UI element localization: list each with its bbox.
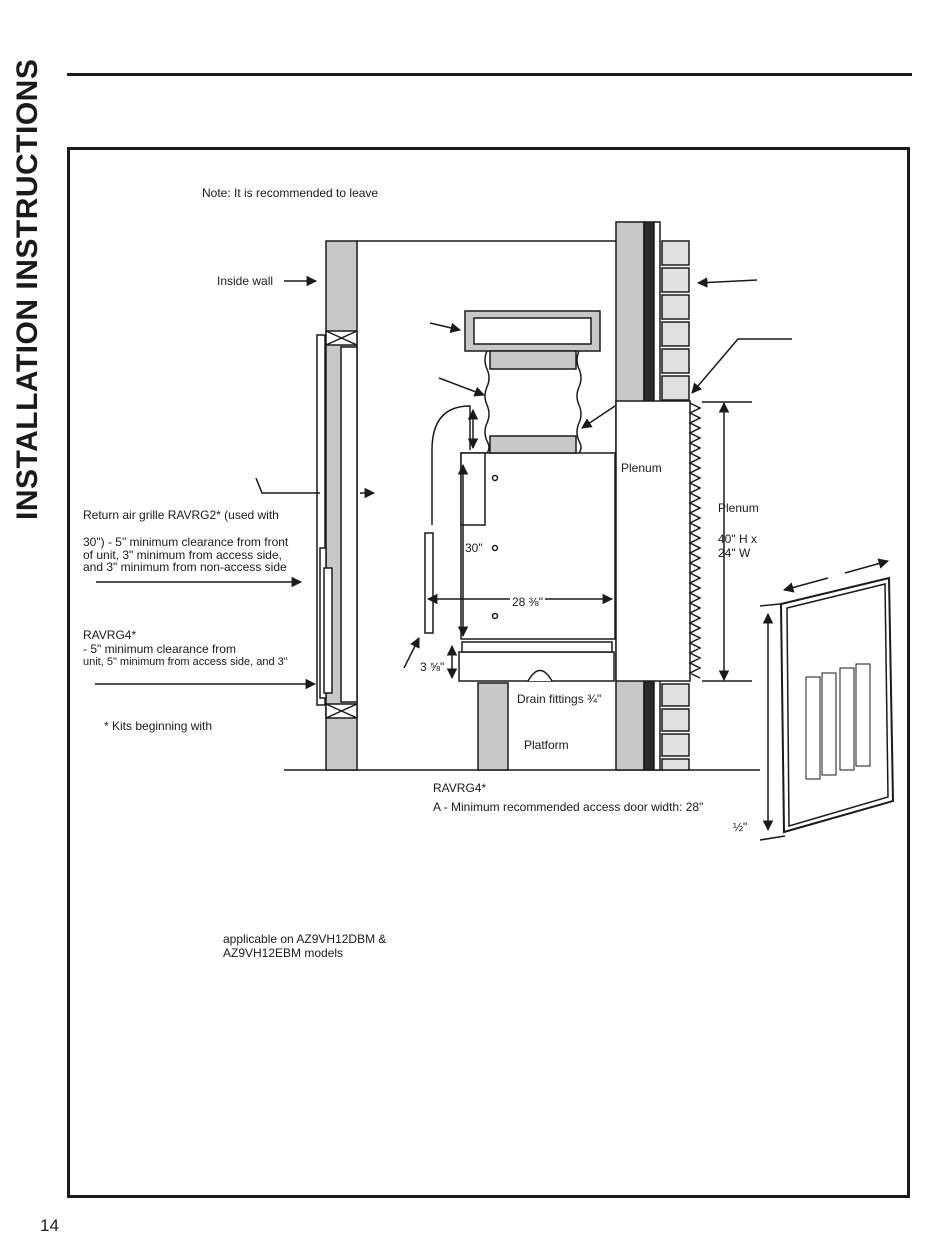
applicable-line1: applicable on AZ9VH12DBM &	[223, 932, 387, 946]
diagram-frame	[67, 147, 910, 1198]
ravrg4-grille-panel	[779, 576, 895, 834]
dimension-30: 30"	[465, 541, 483, 555]
unit-front-panel	[424, 532, 434, 634]
plenum-size-line2: 24" W	[718, 546, 751, 560]
flex-duct-right	[576, 350, 582, 454]
note-label: Note: It is recommended to leave	[202, 186, 379, 200]
ravrg4-title: RAVRG4*	[83, 628, 137, 642]
page-number: 14	[40, 1216, 59, 1235]
dimension-3: 3 ⅝"	[420, 660, 445, 674]
platform-leg	[477, 682, 509, 771]
drain-fittings-label: Drain fittings ¾"	[517, 692, 602, 706]
unit-left-panel	[460, 452, 486, 526]
kits-note: * Kits beginning with	[104, 719, 213, 733]
grille-ravrg2-label: Return air grille RAVRG2* (used with	[83, 508, 279, 522]
grille-frame-outer	[316, 334, 326, 706]
duct-collar-bottom	[489, 435, 577, 454]
dimension-28: 28 ⅜"	[510, 595, 545, 609]
grille-frame-slot	[323, 567, 333, 694]
plenum-right-label: Plenum	[718, 501, 759, 515]
duct-collar-top	[489, 350, 577, 370]
ravrg4-line2: unit, 5" minimum from access side, and 3…	[83, 656, 288, 668]
clearance-ravrg2-line2: of unit, 3" minimum from access side,	[83, 548, 282, 562]
inside-wall-label: Inside wall	[217, 274, 274, 288]
top-rule	[67, 73, 912, 76]
plenum-box	[615, 400, 691, 682]
platform-label: Platform	[524, 738, 569, 752]
half-inch-label: ½"	[733, 820, 748, 834]
plenum-size-line1: 40" H x	[718, 532, 757, 546]
clearance-ravrg2-line1: 30") - 5" minimum clearance from front	[83, 535, 289, 549]
grille-frame-inner	[340, 346, 358, 703]
clearance-ravrg2-line3: and 3" minimum from non-access side	[83, 560, 287, 574]
access-door-note: A - Minimum recommended access door widt…	[433, 800, 704, 814]
return-elbow	[431, 405, 471, 525]
brick-stack	[661, 240, 690, 771]
flex-duct-left	[484, 350, 490, 454]
applicable-line2: AZ9VH12EBM models	[223, 946, 344, 960]
grille-louvers	[805, 663, 871, 780]
ravrg4-caption: RAVRG4*	[433, 781, 487, 795]
outdoor-louver	[688, 402, 702, 679]
plenum-label: Plenum	[621, 461, 662, 475]
drain-trough	[527, 669, 553, 682]
ravrg4-line1: - 5" minimum clearance from	[83, 642, 236, 656]
